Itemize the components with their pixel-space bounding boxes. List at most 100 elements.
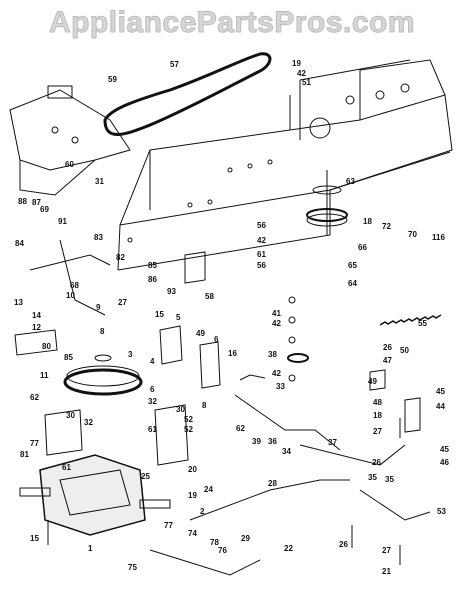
- callout-c21: 61: [257, 250, 266, 259]
- callout-c3: 19: [292, 59, 301, 68]
- callout-c12: 116: [432, 233, 445, 242]
- callout-c73: 52: [184, 415, 193, 424]
- callout-c48: 50: [400, 346, 409, 355]
- callout-c85: 61: [62, 463, 71, 472]
- watermark: AppliancePartsPros.com: [48, 6, 416, 40]
- callout-c78: 34: [282, 447, 291, 456]
- callout-c28: 56: [257, 261, 266, 270]
- callout-c60: 33: [276, 382, 285, 391]
- callout-c35: 12: [32, 323, 41, 332]
- brackets: [14, 251, 421, 466]
- callout-c43: 5: [176, 313, 181, 322]
- callout-c33: 13: [14, 298, 23, 307]
- callout-c51: 38: [268, 350, 277, 359]
- callout-c97: 22: [284, 544, 293, 553]
- callout-c36: 9: [96, 303, 101, 312]
- callout-c37: 27: [118, 298, 127, 307]
- callout-c57: 45: [436, 387, 445, 396]
- callout-c103: 75: [128, 563, 137, 572]
- callout-c9: 18: [363, 217, 372, 226]
- callout-labels: 59 57 19 42 51 60 31 63 18 72 70 116 88 …: [14, 59, 449, 576]
- callout-c71: 25: [141, 472, 150, 481]
- callout-c102: 26: [339, 540, 348, 549]
- spring: [379, 314, 442, 326]
- callout-c44: 49: [196, 329, 205, 338]
- callout-c52: 47: [383, 356, 392, 365]
- callout-c16: 69: [40, 205, 49, 214]
- callout-c92: 28: [268, 479, 277, 488]
- callout-c61: 48: [373, 398, 382, 407]
- callout-c17: 83: [94, 233, 103, 242]
- callout-c23: 66: [358, 243, 367, 252]
- callout-c55: 42: [272, 369, 281, 378]
- callout-c47: 26: [383, 343, 392, 352]
- callout-c56: 49: [368, 377, 377, 386]
- drive-belt: [103, 52, 272, 136]
- callout-c34: 14: [32, 311, 41, 320]
- callout-c81: 46: [440, 458, 449, 467]
- callout-c69: 62: [236, 424, 245, 433]
- callout-c67: 18: [373, 411, 382, 420]
- callout-c93: 53: [437, 507, 446, 516]
- callout-c11: 70: [408, 230, 417, 239]
- callout-c70: 27: [373, 427, 382, 436]
- callout-c26: 85: [148, 261, 157, 270]
- callout-c68: 30: [66, 411, 75, 420]
- callout-c75: 52: [184, 425, 193, 434]
- callout-c89: 19: [188, 491, 197, 500]
- callout-c25: 86: [148, 275, 157, 284]
- callout-c104: 27: [382, 546, 391, 555]
- transmission: [19, 454, 171, 536]
- callout-c4: 42: [297, 69, 306, 78]
- callout-c1: 59: [108, 75, 117, 84]
- callout-c84: 26: [372, 458, 381, 467]
- callout-c62: 44: [436, 402, 445, 411]
- callout-c86: 20: [188, 465, 197, 474]
- linkage-rods: [29, 239, 431, 576]
- callout-c46: 16: [228, 349, 237, 358]
- callout-c8: 63: [346, 177, 355, 186]
- callout-c77: 36: [268, 437, 277, 446]
- callout-c19: 56: [257, 221, 266, 230]
- callout-c53: 85: [64, 353, 73, 362]
- callout-c50: 3: [128, 350, 133, 359]
- callout-c98: 15: [30, 534, 39, 543]
- callout-c7: 31: [95, 177, 104, 186]
- callout-c105: 21: [382, 567, 391, 576]
- fasteners: [47, 95, 401, 565]
- callout-c79: 37: [328, 438, 337, 447]
- callout-c90: 24: [204, 485, 213, 494]
- callout-c24: 84: [15, 239, 24, 248]
- callout-c100: 78: [210, 538, 219, 547]
- callout-c88: 35: [385, 475, 394, 484]
- callout-c18: 82: [116, 253, 125, 262]
- callout-c66: 8: [202, 401, 207, 410]
- callout-c54: 4: [150, 357, 155, 366]
- callout-c10: 72: [382, 222, 391, 231]
- callout-c49: 80: [42, 342, 51, 351]
- callout-c87: 35: [368, 473, 377, 482]
- callout-c64: 32: [148, 397, 157, 406]
- callout-c58: 11: [40, 371, 49, 380]
- callout-c95: 74: [188, 529, 197, 538]
- callout-c59: 6: [150, 385, 155, 394]
- callout-c15: 91: [58, 217, 67, 226]
- callout-c38: 41: [272, 309, 281, 318]
- callout-c14: 87: [32, 198, 41, 207]
- callout-c22: 58: [205, 292, 214, 301]
- callout-c2: 57: [170, 60, 179, 69]
- callout-c94: 77: [164, 521, 173, 530]
- callout-c39: 55: [418, 319, 427, 328]
- callout-c74: 61: [148, 425, 157, 434]
- callout-c96: 29: [241, 534, 250, 543]
- callout-c41: 42: [272, 319, 281, 328]
- callout-c76: 39: [252, 437, 261, 446]
- callout-c101: 76: [218, 546, 227, 555]
- callout-c72: 32: [84, 418, 93, 427]
- callout-c31: 68: [70, 281, 79, 290]
- callout-c91: 2: [200, 507, 205, 516]
- callout-c27: 93: [167, 287, 176, 296]
- callout-c45: 6: [214, 335, 219, 344]
